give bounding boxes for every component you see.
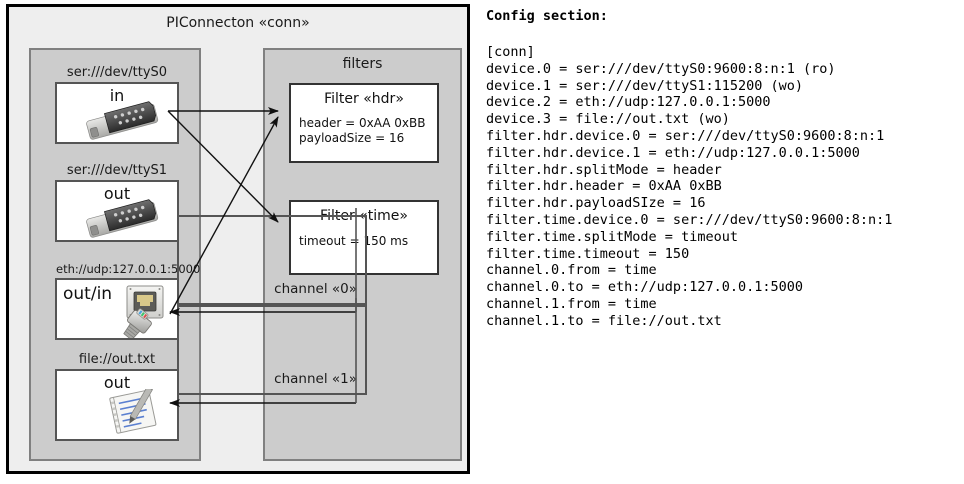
config-heading: Config section:	[486, 8, 608, 24]
device-label: ser:///dev/ttyS1	[66, 163, 168, 178]
config-line: filter.hdr.device.0 = ser:///dev/ttyS0:9…	[486, 127, 885, 144]
config-lines: [conn]device.0 = ser:///dev/ttyS0:9600:8…	[486, 44, 892, 330]
filters-panel: filters Filter «hdr» header = 0xAA 0xBB …	[263, 48, 462, 461]
text-file-icon	[107, 383, 165, 434]
config-line: filter.time.device.0 = ser:///dev/ttyS0:…	[486, 211, 893, 228]
device-eth-udp[interactable]: eth://udp:127.0.0.1:5000 out/in	[55, 260, 201, 340]
devices-panel: ser:///dev/ttyS0 in	[29, 48, 201, 461]
device-direction: out	[103, 184, 131, 203]
config-line: filter.hdr.splitMode = header	[486, 161, 722, 178]
filter-property: header = 0xAA 0xBB	[299, 116, 426, 130]
device-box[interactable]: out/in	[55, 278, 179, 340]
device-direction: out/in	[63, 284, 113, 304]
serial-port-icon	[83, 100, 163, 142]
device-label: ser:///dev/ttyS0	[66, 65, 168, 80]
config-line: filter.hdr.header = 0xAA 0xBB	[486, 178, 722, 195]
channel-label: channel «1»	[274, 371, 357, 387]
device-ser-ttys1[interactable]: ser:///dev/ttyS1 out	[55, 162, 179, 242]
config-line: channel.1.to = file://out.txt	[486, 312, 722, 329]
outer-container: PIConnecton «conn» ser:///dev/ttyS0 in	[6, 4, 470, 474]
device-direction: out	[103, 373, 131, 392]
ethernet-socket-icon	[113, 284, 177, 338]
filter-time-box[interactable]: Filter «time» timeout = 150 ms	[289, 200, 439, 275]
config-line: filter.hdr.payloadSIze = 16	[486, 195, 706, 212]
device-box[interactable]: out	[55, 369, 179, 441]
config-line: device.3 = file://out.txt (wo)	[486, 111, 730, 128]
device-label: file://out.txt	[78, 352, 156, 367]
config-section: Config section: [conn]device.0 = ser:///…	[482, 0, 964, 484]
config-line: device.2 = eth://udp:127.0.0.1:5000	[486, 94, 771, 111]
channel-0-box: channel «0»	[177, 215, 367, 305]
device-box[interactable]: out	[55, 180, 179, 242]
device-label: eth://udp:127.0.0.1:5000	[56, 262, 201, 276]
config-line: channel.1.from = time	[486, 295, 657, 312]
diagram-title: PIConnecton «conn»	[166, 15, 310, 31]
device-direction: in	[109, 86, 125, 105]
config-line: device.0 = ser:///dev/ttyS0:9600:8:n:1 (…	[486, 60, 836, 77]
connector-diagram: PIConnecton «conn» ser:///dev/ttyS0 in	[0, 0, 478, 484]
filter-property: payloadSize = 16	[299, 131, 405, 145]
config-line: filter.time.timeout = 150	[486, 245, 690, 262]
filters-panel-title: filters	[342, 56, 383, 72]
serial-port-icon	[83, 198, 163, 240]
config-line: channel.0.from = time	[486, 262, 657, 279]
channel-label: channel «0»	[274, 281, 357, 297]
config-line: device.1 = ser:///dev/ttyS1:115200 (wo)	[486, 77, 803, 94]
filter-hdr-box[interactable]: Filter «hdr» header = 0xAA 0xBB payloadS…	[289, 83, 439, 163]
filter-title: Filter «hdr»	[324, 91, 404, 107]
device-box[interactable]: in	[55, 82, 179, 144]
filter-properties: header = 0xAA 0xBB payloadSize = 16	[291, 116, 437, 146]
config-line: [conn]	[486, 44, 535, 60]
config-line: channel.0.to = eth://udp:127.0.0.1:5000	[486, 279, 803, 296]
filter-properties: timeout = 150 ms	[291, 234, 437, 249]
device-file-out[interactable]: file://out.txt out	[55, 351, 179, 441]
device-ser-ttys0[interactable]: ser:///dev/ttyS0 in	[55, 64, 179, 144]
config-line: filter.hdr.device.1 = eth://udp:127.0.0.…	[486, 144, 860, 161]
channel-1-box: channel «1»	[177, 305, 367, 395]
filter-property: timeout = 150 ms	[299, 234, 409, 248]
config-line: filter.time.splitMode = timeout	[486, 228, 738, 245]
